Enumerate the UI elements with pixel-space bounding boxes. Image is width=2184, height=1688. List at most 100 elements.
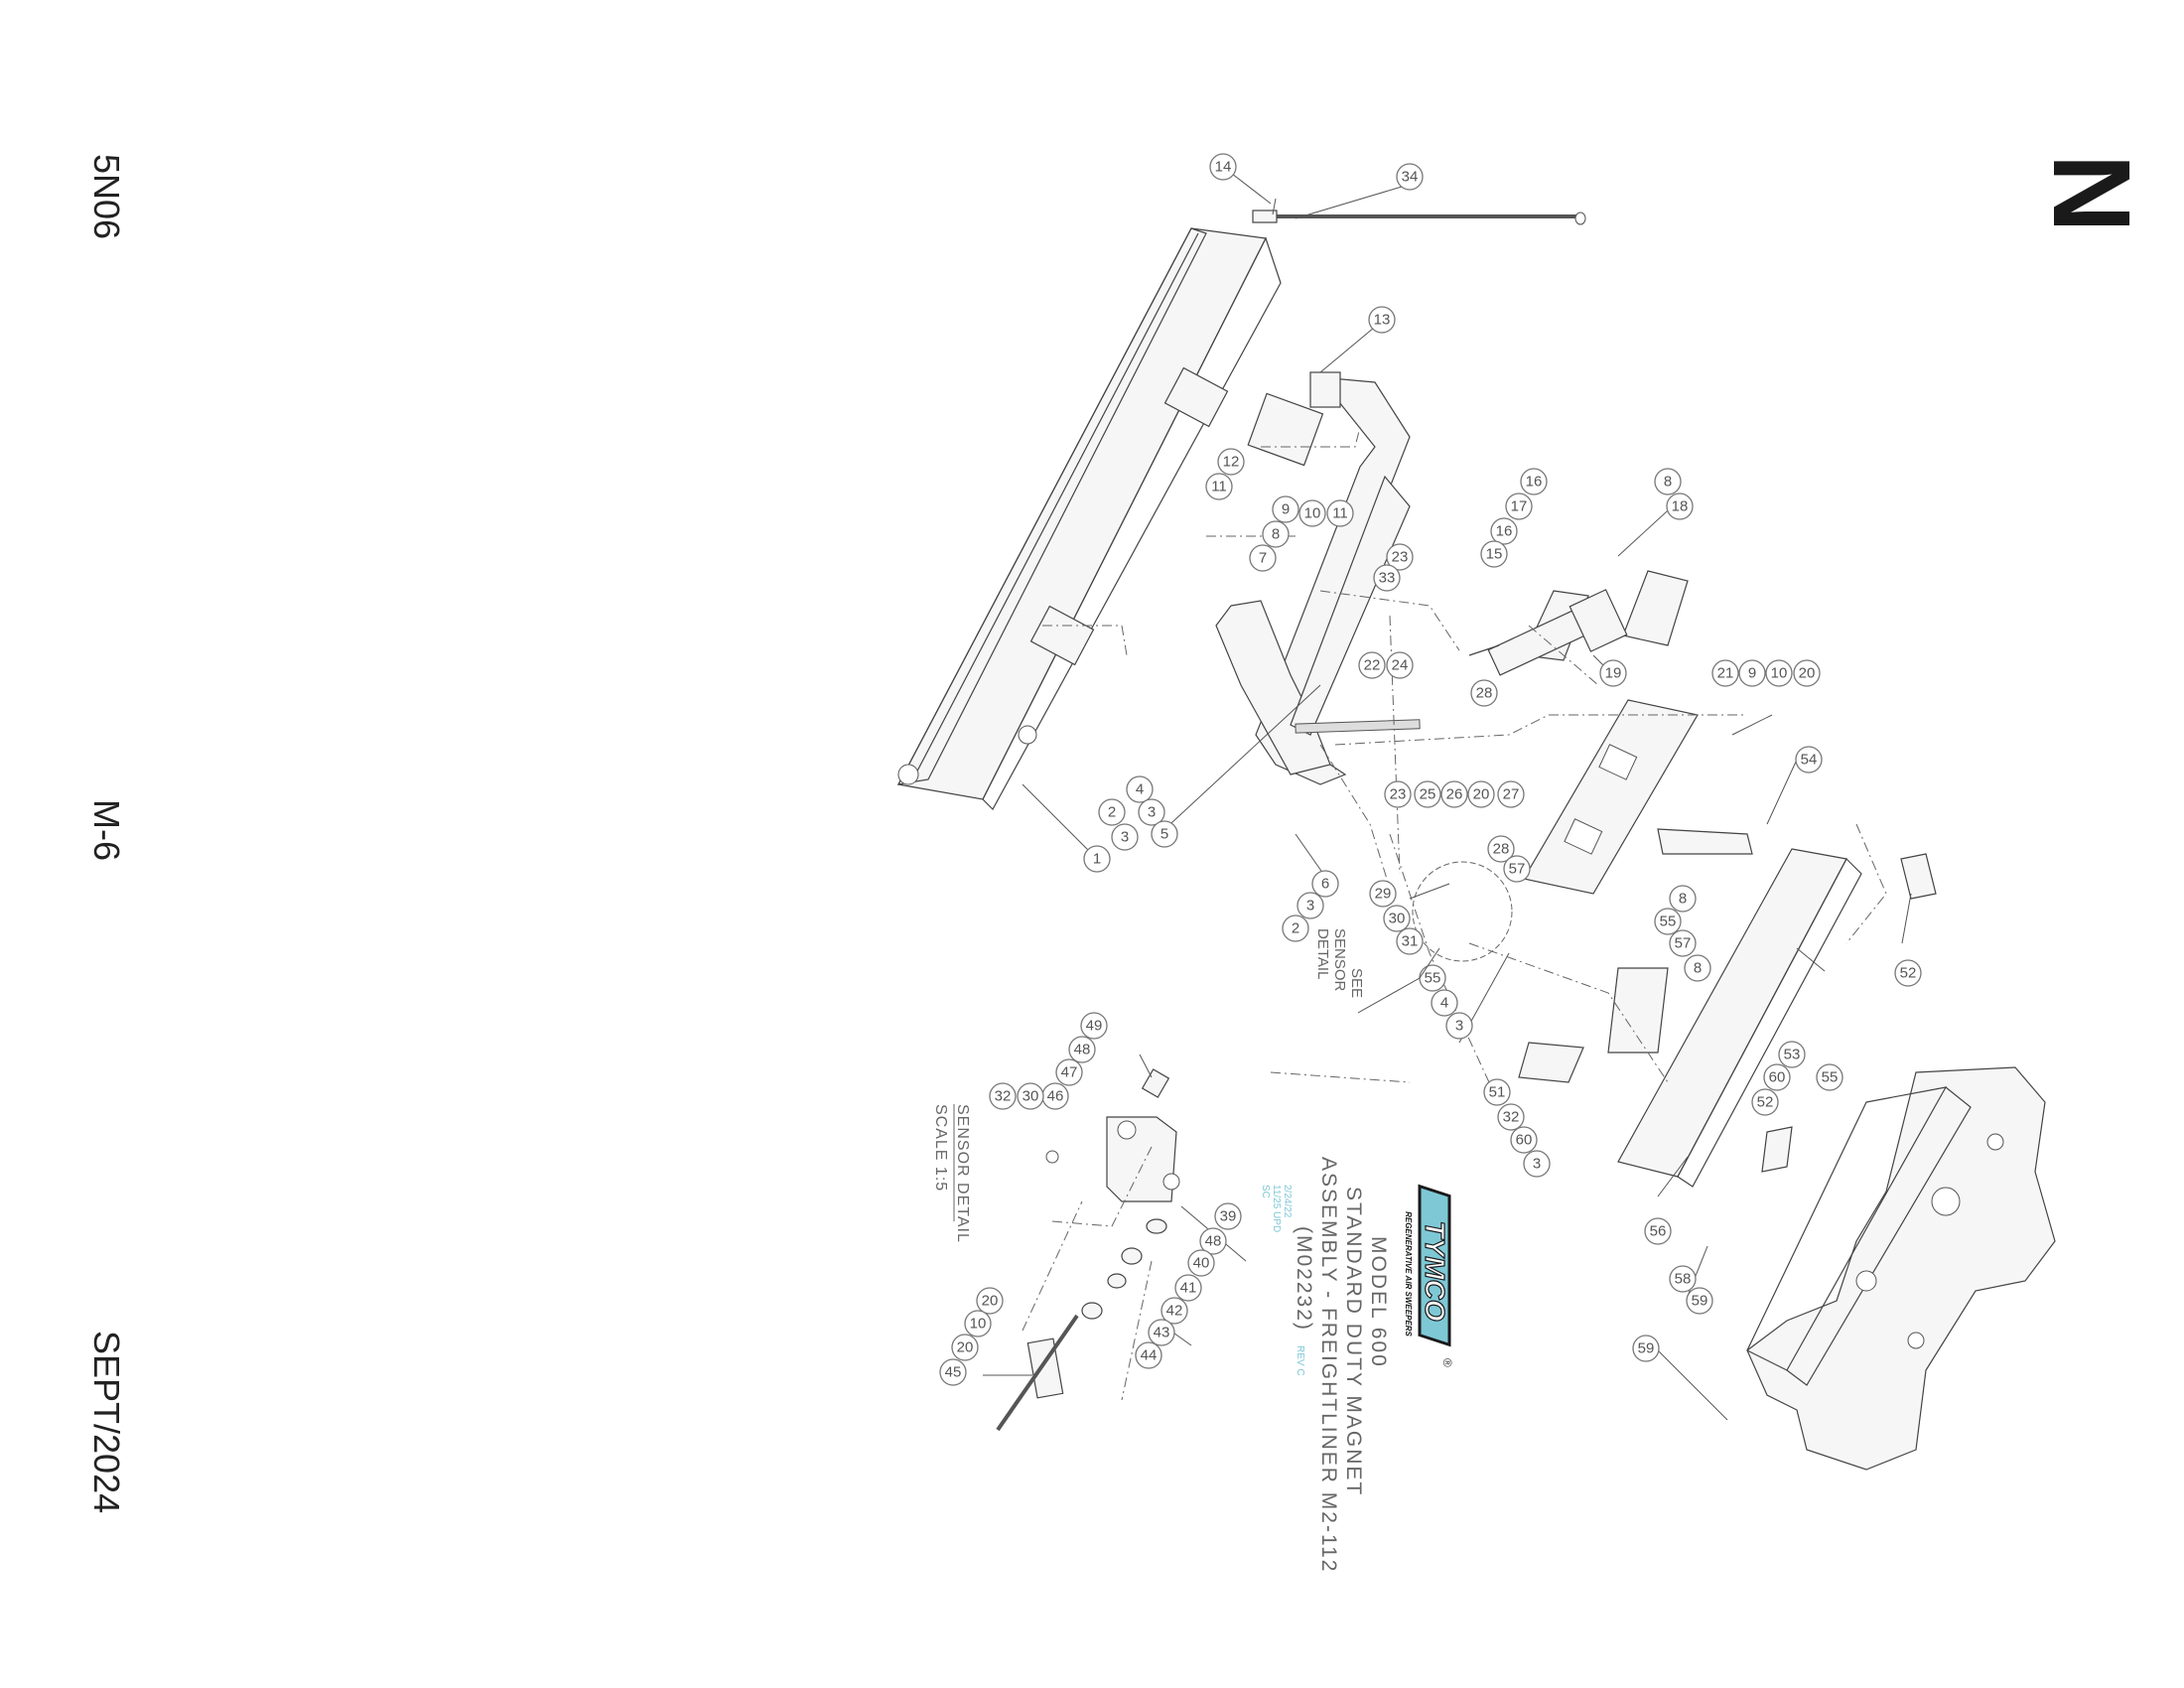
svg-text:10: 10: [970, 1316, 987, 1333]
registered-mark: ®: [1440, 1358, 1454, 1367]
svg-text:34: 34: [1402, 169, 1419, 186]
svg-text:4: 4: [1136, 781, 1144, 798]
svg-text:2: 2: [1292, 920, 1299, 937]
svg-text:47: 47: [1061, 1064, 1078, 1081]
magnet-rod: [1252, 198, 1586, 225]
callout-24: 24: [1386, 651, 1414, 679]
mounting-arms: [1215, 371, 1411, 785]
callout-3: 3: [1297, 892, 1324, 919]
callout-balloons: 14 34 13 12 11 9 10 11 8 7 23 33 16 17 1…: [939, 153, 1922, 1386]
svg-text:12: 12: [1223, 454, 1240, 471]
callout-21: 21: [1711, 659, 1739, 687]
svg-text:10: 10: [1771, 665, 1788, 682]
tymco-logo: TYMCO REGENERATIVE AIR SWEEPERS ®: [1404, 1184, 1454, 1367]
svg-text:55: 55: [1822, 1069, 1839, 1086]
callout-7: 7: [1249, 544, 1277, 572]
svg-text:8: 8: [1694, 960, 1702, 977]
sensor-detail-scale: SCALE 1:5: [932, 1104, 949, 1192]
title-model: MODEL 600: [1367, 1236, 1390, 1368]
sensor-strip: [1295, 719, 1421, 734]
callout-27: 27: [1497, 780, 1525, 808]
svg-text:32: 32: [995, 1088, 1012, 1105]
svg-text:53: 53: [1784, 1047, 1801, 1063]
svg-text:28: 28: [1493, 841, 1510, 858]
svg-text:24: 24: [1392, 657, 1409, 674]
see-sensor-detail-note: SEE SENSOR DETAIL: [1314, 928, 1365, 998]
svg-text:8: 8: [1272, 526, 1280, 543]
svg-text:3: 3: [1306, 898, 1314, 914]
sensor-detail-label: SENSOR DETAIL SCALE 1:5: [932, 1104, 971, 1243]
svg-text:30: 30: [1389, 911, 1406, 927]
callout-59: 59: [1686, 1287, 1713, 1315]
logo-wordmark: TYMCO: [1420, 1220, 1450, 1321]
sensor-detail-parts: [996, 1068, 1180, 1432]
actuator: [1468, 589, 1628, 676]
svg-text:2: 2: [1108, 804, 1116, 821]
svg-text:3: 3: [1148, 804, 1156, 821]
svg-text:3: 3: [1121, 829, 1129, 846]
callout-23: 23: [1384, 780, 1412, 808]
svg-text:16: 16: [1526, 474, 1543, 491]
svg-text:59: 59: [1692, 1293, 1708, 1310]
callout-10: 10: [1765, 659, 1793, 687]
callout-4: 4: [1126, 775, 1154, 803]
callout-52: 52: [1751, 1088, 1779, 1116]
svg-text:22: 22: [1364, 657, 1381, 674]
callout-3: 3: [1445, 1012, 1473, 1040]
callout-54: 54: [1795, 746, 1823, 774]
callout-57: 57: [1669, 929, 1697, 957]
svg-text:8: 8: [1679, 891, 1687, 908]
callout-15: 15: [1480, 540, 1508, 568]
callout-4: 4: [1431, 989, 1458, 1017]
revision-note-1: 2/24/22: [1282, 1185, 1293, 1218]
callout-42: 42: [1160, 1297, 1188, 1325]
svg-text:41: 41: [1180, 1280, 1197, 1297]
svg-text:60: 60: [1769, 1069, 1786, 1086]
see-note-line-1: SEE: [1348, 968, 1365, 998]
callout-8: 8: [1654, 468, 1682, 495]
callout-3: 3: [1111, 823, 1139, 851]
svg-text:48: 48: [1205, 1233, 1222, 1250]
callout-30: 30: [1383, 905, 1411, 932]
callout-2: 2: [1098, 798, 1126, 826]
svg-text:8: 8: [1664, 474, 1672, 491]
callout-12: 12: [1217, 448, 1245, 476]
svg-text:57: 57: [1675, 935, 1692, 952]
svg-text:60: 60: [1516, 1132, 1533, 1149]
svg-text:40: 40: [1193, 1255, 1210, 1272]
title-vehicle: ASSEMBLY - FREIGHTLINER M2-112: [1317, 1157, 1340, 1573]
callout-9: 9: [1738, 659, 1766, 687]
callout-59: 59: [1632, 1335, 1660, 1362]
svg-text:9: 9: [1748, 665, 1756, 682]
callout-34: 34: [1396, 163, 1424, 191]
svg-text:30: 30: [1023, 1088, 1039, 1105]
callout-51: 51: [1483, 1078, 1511, 1106]
svg-text:26: 26: [1446, 786, 1463, 803]
svg-text:33: 33: [1379, 570, 1396, 587]
svg-text:57: 57: [1509, 861, 1526, 878]
callout-31: 31: [1396, 927, 1424, 955]
callout-58: 58: [1669, 1265, 1697, 1293]
callout-3: 3: [1138, 798, 1165, 826]
revision-label: REV C: [1295, 1345, 1305, 1376]
callout-3: 3: [1523, 1150, 1551, 1178]
callout-28: 28: [1487, 835, 1515, 863]
see-note-line-2: SENSOR: [1331, 928, 1348, 992]
callout-18: 18: [1666, 492, 1694, 520]
callout-23: 23: [1386, 543, 1414, 571]
callout-46: 46: [1041, 1082, 1069, 1110]
svg-text:55: 55: [1425, 970, 1441, 987]
callout-25: 25: [1414, 780, 1441, 808]
svg-text:48: 48: [1074, 1042, 1091, 1058]
svg-text:16: 16: [1496, 523, 1513, 540]
callout-9: 9: [1272, 495, 1299, 523]
svg-text:4: 4: [1440, 995, 1448, 1012]
callout-5: 5: [1151, 820, 1178, 848]
callout-1: 1: [1083, 845, 1111, 873]
callout-6: 6: [1311, 870, 1339, 898]
svg-text:20: 20: [957, 1339, 974, 1356]
svg-text:54: 54: [1801, 752, 1818, 769]
callout-52: 52: [1894, 959, 1922, 987]
callout-48: 48: [1068, 1036, 1096, 1063]
callout-20: 20: [1467, 780, 1495, 808]
